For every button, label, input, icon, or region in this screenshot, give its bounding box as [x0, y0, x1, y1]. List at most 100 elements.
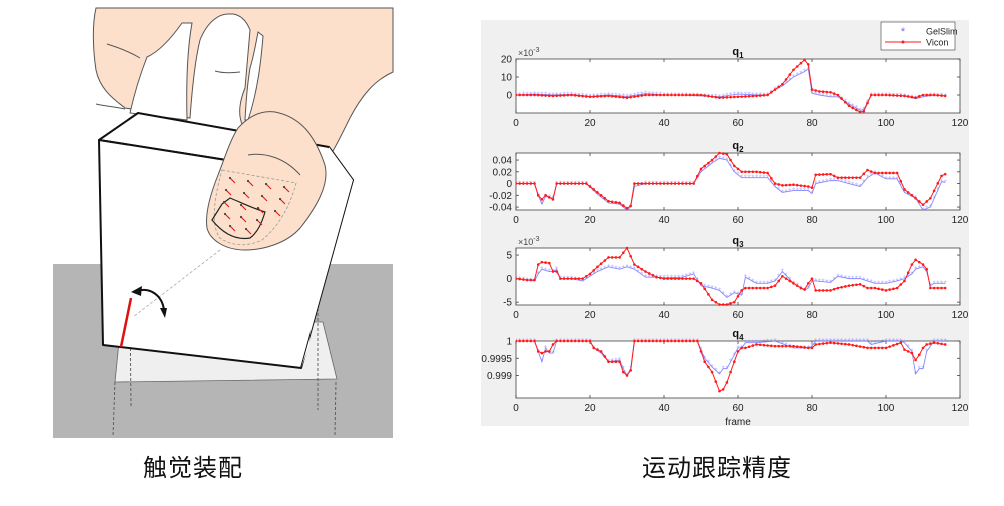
svg-text:*: * [833, 275, 836, 284]
svg-text:*: * [533, 277, 536, 286]
y-tick-label: 0 [506, 274, 512, 285]
svg-text:*: * [903, 188, 906, 197]
series-vicon [516, 151, 947, 210]
svg-text:*: * [729, 162, 732, 171]
svg-text:*: * [896, 337, 899, 346]
svg-text:*: * [847, 100, 850, 109]
y-tick-label: 0 [506, 179, 512, 190]
svg-text:*: * [637, 268, 640, 277]
svg-text:*: * [699, 282, 702, 291]
svg-text:*: * [736, 171, 739, 180]
svg-text:*: * [866, 337, 869, 346]
svg-text:*: * [788, 187, 791, 196]
svg-text:*: * [814, 180, 817, 189]
svg-text:*: * [603, 353, 606, 362]
x-tick-label: 60 [732, 310, 744, 321]
svg-text:*: * [759, 174, 762, 183]
svg-text:*: * [792, 73, 795, 82]
svg-text:*: * [799, 69, 802, 78]
svg-text:*: * [829, 278, 832, 287]
contact-patch [211, 197, 266, 240]
svg-text:*: * [836, 93, 839, 102]
svg-text:*: * [585, 275, 588, 284]
svg-text:*: * [847, 337, 850, 346]
x-tick-label: 20 [584, 215, 596, 226]
svg-text:*: * [925, 92, 928, 101]
svg-text:*: * [703, 282, 706, 291]
svg-text:*: * [940, 178, 943, 187]
svg-text:*: * [796, 71, 799, 80]
legend-label: GelSlim [926, 27, 958, 37]
svg-text:*: * [544, 266, 547, 275]
svg-text:*: * [803, 187, 806, 196]
svg-text:*: * [733, 91, 736, 100]
y-tick-label: 0.999 [487, 371, 512, 382]
x-tick-label: 120 [952, 310, 969, 321]
svg-text:*: * [792, 344, 795, 353]
sensor-region [213, 169, 297, 246]
svg-text:*: * [810, 190, 813, 199]
svg-text:*: * [840, 337, 843, 346]
svg-text:*: * [847, 180, 850, 189]
svg-text:*: * [870, 340, 873, 349]
svg-text:*: * [625, 263, 628, 272]
svg-text:*: * [773, 277, 776, 286]
svg-text:*: * [818, 277, 821, 286]
svg-text:*: * [944, 337, 947, 346]
svg-text:*: * [840, 178, 843, 187]
svg-text:*: * [855, 182, 858, 191]
svg-text:*: * [855, 337, 858, 346]
svg-text:*: * [881, 173, 884, 182]
svg-text:*: * [896, 277, 899, 286]
svg-text:*: * [940, 337, 943, 346]
svg-text:*: * [822, 337, 825, 346]
svg-text:*: * [592, 270, 595, 279]
svg-text:*: * [796, 187, 799, 196]
x-tick-label: 120 [952, 118, 969, 129]
svg-text:*: * [785, 271, 788, 280]
svg-text:*: * [714, 285, 717, 294]
svg-text:*: * [537, 270, 540, 279]
svg-text:*: * [925, 347, 928, 356]
svg-text:*: * [692, 270, 695, 279]
svg-text:*: * [814, 90, 817, 99]
svg-text:*: * [833, 177, 836, 186]
svg-text:*: * [740, 291, 743, 300]
svg-text:*: * [699, 92, 702, 101]
svg-text:*: * [629, 264, 632, 273]
svg-text:*: * [777, 185, 780, 194]
svg-text:*: * [629, 203, 632, 212]
y-tick-label: -5 [503, 298, 512, 309]
svg-text:*: * [688, 271, 691, 280]
svg-text:*: * [862, 178, 865, 187]
svg-text:*: * [918, 264, 921, 273]
svg-text:*: * [855, 275, 858, 284]
svg-text:*: * [899, 276, 902, 285]
svg-text:*: * [892, 175, 895, 184]
svg-text:*: * [888, 337, 891, 346]
svg-text:*: * [744, 273, 747, 282]
finger-gap-2 [244, 31, 264, 121]
y-tick-label: 0.9995 [481, 354, 512, 365]
svg-text:*: * [740, 174, 743, 183]
y-tick-label: 20 [501, 55, 513, 66]
svg-text:*: * [551, 349, 554, 358]
svg-text:*: * [799, 344, 802, 353]
svg-text:*: * [870, 171, 873, 180]
plot-title: q3 [732, 235, 744, 249]
x-tick-label: 40 [658, 310, 670, 321]
sight-line [132, 249, 221, 318]
x-axis-label: frame [725, 417, 751, 426]
series-vicon [516, 246, 947, 306]
svg-text:*: * [548, 349, 551, 358]
svg-text:*: * [625, 206, 628, 215]
svg-text:*: * [888, 175, 891, 184]
svg-text:*: * [603, 264, 606, 273]
svg-text:*: * [873, 279, 876, 288]
svg-text:*: * [936, 186, 939, 195]
svg-text:*: * [718, 286, 721, 295]
